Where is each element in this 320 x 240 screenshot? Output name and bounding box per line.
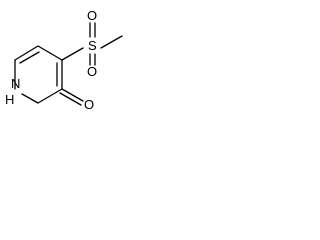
bond-c6-c5 xyxy=(14,45,39,61)
bond-c5-c4 xyxy=(37,45,63,61)
atom-oxygen-sulfonyl-bottom: O xyxy=(87,64,97,79)
atom-hydrogen: H xyxy=(5,92,14,107)
bond-c2-n1 xyxy=(21,93,39,104)
atom-carbonyl-oxygen: O xyxy=(84,97,94,112)
atom-oxygen-sulfonyl-top: O xyxy=(87,8,97,23)
bond-c2-o-a xyxy=(61,88,84,102)
chemical-structure: S O O H N O xyxy=(5,8,123,112)
bond-c2-o-b xyxy=(59,92,82,106)
bond-c3-c2 xyxy=(37,88,63,104)
bond-c6-c5-inner xyxy=(19,51,40,64)
bond-s-methyl xyxy=(100,35,123,49)
bond-c3-s xyxy=(61,47,84,61)
atom-nitrogen: N xyxy=(11,76,20,91)
atom-sulfur: S xyxy=(88,38,97,53)
